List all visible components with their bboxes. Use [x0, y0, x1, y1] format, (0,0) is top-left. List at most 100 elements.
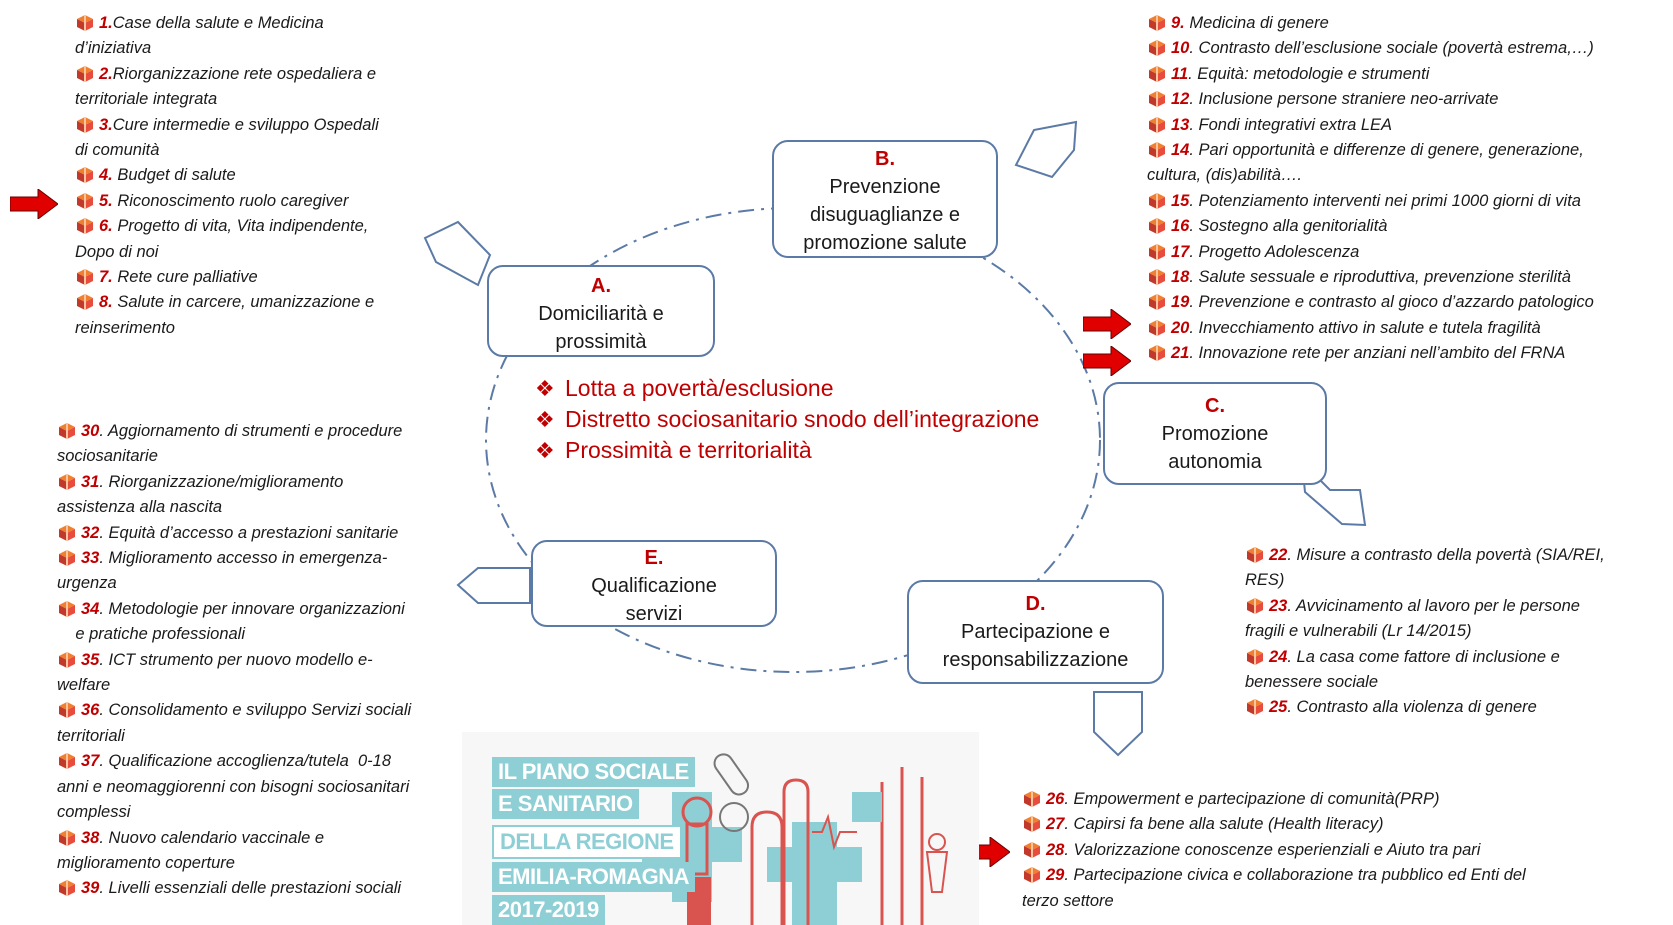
gift-box-icon: [1022, 814, 1042, 833]
item-number: 23: [1269, 596, 1288, 615]
list-item: 21. Innovazione rete per anziani nell’am…: [1147, 341, 1673, 366]
gift-box-icon: [1147, 64, 1167, 82]
list-item: fragili e vulnerabili (Lr 14/2015): [1245, 619, 1673, 644]
pointer-shape-d: [1093, 691, 1143, 757]
list-item: reinserimento: [75, 316, 455, 341]
list-item: 34. Metodologie per innovare organizzazi…: [57, 597, 477, 622]
list-item: assistenza alla nascita: [57, 495, 477, 520]
item-number: 34: [81, 599, 100, 618]
item-number: 2.: [99, 64, 113, 83]
gift-box-icon: [75, 292, 95, 311]
gift-box-icon: [1147, 242, 1167, 260]
list-item: 37. Qualificazione accoglienza/tutela 0-…: [57, 749, 477, 774]
item-number: 32: [81, 523, 100, 542]
box-d-line: Partecipazione e: [961, 621, 1110, 643]
poster-title-line: IL PIANO SOCIALE: [492, 757, 695, 787]
item-text: sociosanitarie: [57, 447, 158, 466]
item-text: di comunità: [75, 141, 160, 160]
list-item: 35. ICT strumento per nuovo modello e-: [57, 648, 477, 673]
gift-box-icon: [75, 165, 95, 184]
red-arrow-icon: [1083, 309, 1131, 339]
box-a: A. Domiciliarità e prossimità: [487, 265, 715, 357]
list-item: cultura, (dis)abilità….: [1147, 163, 1673, 188]
item-text: . Misure a contrasto della povertà (SIA/…: [1287, 546, 1605, 564]
item-text: Cure intermedie e sviluppo Ospedali: [112, 115, 379, 134]
diamond-bullet-icon: ❖: [535, 407, 555, 432]
item-text: miglioramento coperture: [57, 853, 235, 872]
item-text: complessi: [57, 803, 131, 822]
gift-box-icon: [1147, 38, 1167, 57]
gift-box-icon: [1147, 343, 1167, 362]
gift-box-icon: [1147, 292, 1167, 311]
list-item: 39. Livelli essenziali delle prestazioni…: [57, 876, 477, 901]
item-text: assistenza alla nascita: [57, 498, 223, 517]
box-a-line: prossimità: [555, 331, 647, 353]
gift-box-icon: [1245, 596, 1265, 614]
gift-box-icon: [1147, 216, 1167, 235]
item-text: . La casa come fattore di inclusione e: [1287, 647, 1560, 666]
center-bullet-item: ❖Prossimità e territorialità: [535, 435, 1039, 466]
list-item: territoriale integrata: [75, 87, 455, 112]
item-text: benessere sociale: [1245, 673, 1378, 692]
item-text: . Innovazione rete per anziani nell’ambi…: [1189, 344, 1566, 363]
list-item: 7. Rete cure palliative: [75, 265, 455, 290]
item-text: e pratiche professionali: [57, 625, 246, 644]
list-item: 1.Case della salute e Medicina: [75, 11, 455, 36]
center-bullet-item: ❖Distretto sociosanitario snodo dell’int…: [535, 404, 1039, 435]
item-number: 17: [1171, 242, 1190, 261]
item-number: 15: [1171, 191, 1190, 210]
list-item: 6. Progetto di vita, Vita indipendente,: [75, 214, 455, 239]
list-item: miglioramento coperture: [57, 851, 477, 876]
list-partecipazione: 26. Empowerment e partecipazione di comu…: [1022, 787, 1662, 914]
item-number: 21: [1171, 344, 1190, 363]
gift-box-icon: [75, 64, 95, 82]
item-text: anni e neomaggiorenni con bisogni socios…: [57, 777, 410, 796]
poster-title-line: DELLA REGIONE: [492, 825, 682, 859]
center-bullets: ❖Lotta a povertà/esclusione ❖Distretto s…: [535, 373, 1039, 466]
gift-box-icon: [75, 115, 95, 133]
item-number: 39: [81, 879, 100, 898]
list-item: RES): [1245, 568, 1673, 593]
pointer-shape-b: [1014, 120, 1078, 179]
item-text: urgenza: [57, 574, 117, 593]
list-item: Dopo di noi: [75, 240, 455, 265]
item-text: . Metodologie per innovare organizzazion…: [99, 599, 405, 618]
list-item: 27. Capirsi fa bene alla salute (Health …: [1022, 812, 1662, 837]
red-arrow-icon: [10, 189, 58, 219]
cycle-ellipse: [485, 207, 1101, 673]
list-item: 32. Equità d’accesso a prestazioni sanit…: [57, 521, 477, 546]
item-number: 31: [81, 472, 100, 491]
gift-box-icon: [1147, 267, 1167, 286]
item-text: welfare: [57, 676, 111, 695]
item-text: fragili e vulnerabili (Lr 14/2015): [1245, 622, 1472, 641]
item-text: . Capirsi fa bene alla salute (Health li…: [1064, 815, 1384, 834]
pointer-shape-e: [456, 567, 531, 604]
list-item: 3.Cure intermedie e sviluppo Ospedali: [75, 113, 455, 138]
list-item: 9. Medicina di genere: [1147, 11, 1673, 36]
list-item: 19. Prevenzione e contrasto al gioco d’a…: [1147, 290, 1673, 315]
poster-title-line: E SANITARIO: [492, 789, 639, 819]
item-number: 9.: [1171, 14, 1185, 32]
box-c-line: autonomia: [1168, 451, 1262, 473]
list-item: 29. Partecipazione civica e collaborazio…: [1022, 863, 1662, 888]
list-item: 33. Miglioramento accesso in emergenza-: [57, 546, 477, 571]
list-item: 12. Inclusione persone straniere neo-arr…: [1147, 87, 1673, 112]
gift-box-icon: [57, 599, 77, 617]
item-number: 13: [1171, 115, 1190, 134]
item-text: . Fondi integrativi extra LEA: [1189, 115, 1393, 134]
item-text: . Miglioramento accesso in emergenza-: [99, 549, 388, 568]
gift-box-icon: [57, 828, 77, 846]
list-item: di comunità: [75, 138, 455, 163]
item-text: . Pari opportunità e differenze di gener…: [1189, 141, 1584, 160]
item-text: . Equità: metodologie e strumenti: [1188, 64, 1430, 83]
item-number: 24: [1269, 647, 1288, 666]
item-text: territoriale integrata: [75, 90, 218, 109]
gift-box-icon: [75, 191, 95, 209]
item-number: 35: [81, 650, 100, 669]
gift-box-icon: [1147, 89, 1167, 108]
item-number: 12: [1171, 90, 1190, 109]
item-number: 28: [1046, 840, 1065, 859]
diamond-bullet-icon: ❖: [535, 438, 555, 463]
gift-box-icon: [1245, 545, 1265, 563]
